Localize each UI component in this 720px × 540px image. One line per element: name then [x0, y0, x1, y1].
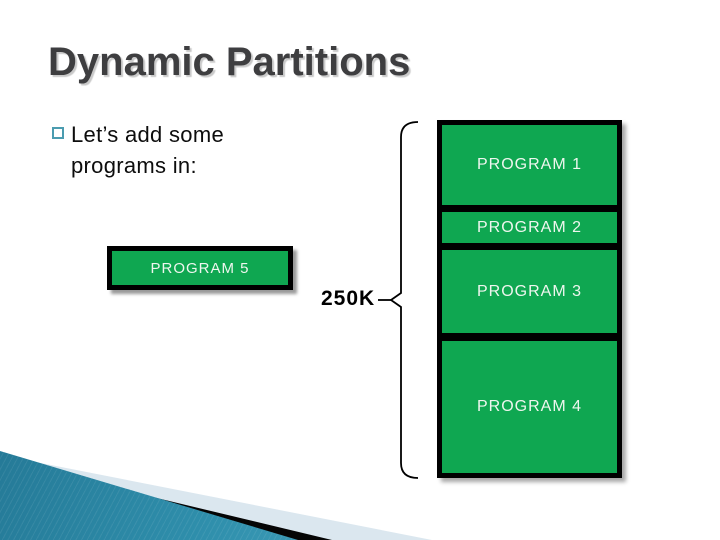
program-4-label: PROGRAM 4	[476, 398, 582, 415]
slide-title: Dynamic Partitions	[48, 40, 411, 84]
square-bullet-icon	[52, 127, 64, 139]
memory-stack: PROGRAM 1 PROGRAM 2 PROGRAM 3 PROGRAM 4	[437, 120, 622, 478]
program-5-block: PROGRAM 5	[107, 246, 293, 290]
program-3-block: PROGRAM 3	[442, 250, 617, 333]
program-5-label: PROGRAM 5	[150, 259, 250, 277]
program-2-label: PROGRAM 2	[476, 218, 582, 236]
bullet-item: Let’s add some programs in:	[52, 119, 256, 181]
program-2-block: PROGRAM 2	[442, 212, 617, 243]
program-1-label: PROGRAM 1	[476, 156, 582, 173]
program-1-block: PROGRAM 1	[442, 125, 617, 205]
program-3-label: PROGRAM 3	[476, 282, 582, 300]
program-4-block: PROGRAM 4	[442, 341, 617, 473]
memory-size-label: 250K	[321, 287, 376, 310]
left-brace-icon	[378, 121, 419, 479]
bullet-text: Let’s add some programs in:	[71, 122, 225, 178]
